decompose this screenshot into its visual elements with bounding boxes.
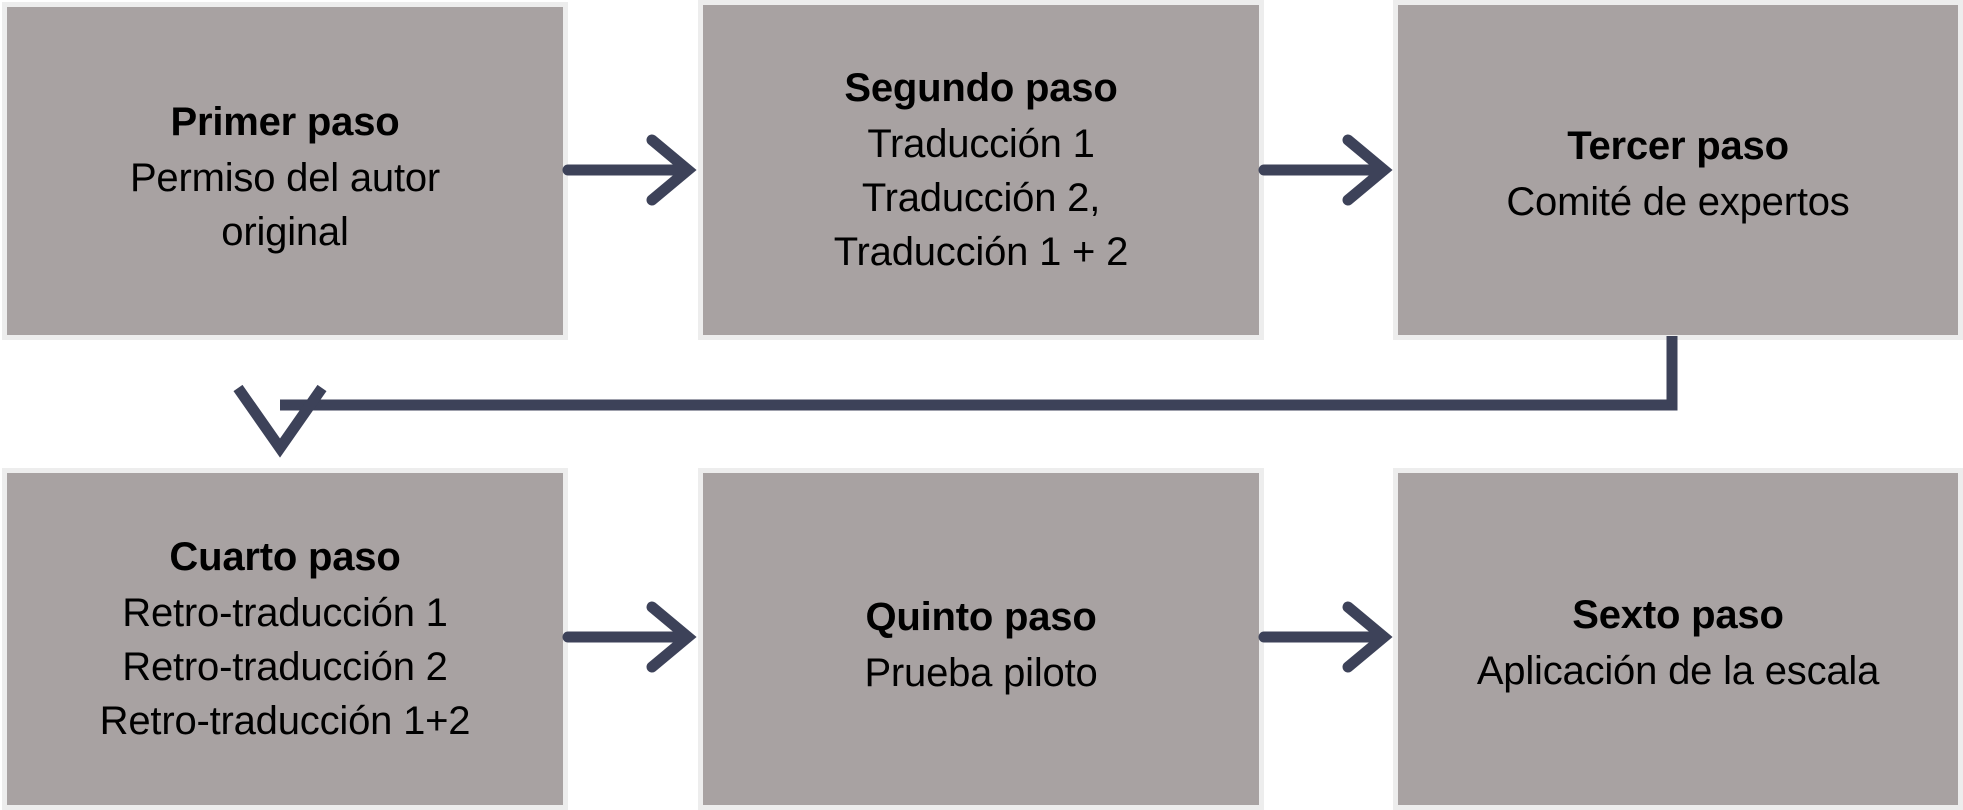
node-line: Aplicación de la escala <box>1476 649 1880 693</box>
connector-primer-to-segundo <box>562 134 697 206</box>
node-text-stack: Segundo paso Traducción 1 Traducción 2, … <box>830 68 1132 272</box>
node-line: Retro-traducción 1+2 <box>99 699 471 743</box>
process-node-cuarto-paso[interactable]: Cuarto paso Retro-traducción 1 Retro-tra… <box>2 468 568 810</box>
node-line: Retro-traducción 2 <box>122 645 448 689</box>
node-line: Traducción 1 <box>867 122 1095 166</box>
node-title: Segundo paso <box>844 66 1118 110</box>
node-text-stack: Sexto paso Aplicación de la escala <box>1473 595 1883 691</box>
connector-segundo-to-tercer <box>1258 134 1393 206</box>
node-line: Permiso del autor <box>129 156 441 200</box>
node-text-stack: Quinto paso Prueba piloto <box>859 597 1102 693</box>
process-node-segundo-paso[interactable]: Segundo paso Traducción 1 Traducción 2, … <box>698 0 1264 340</box>
arrow-right-icon <box>562 601 697 673</box>
arrow-right-icon <box>1258 134 1393 206</box>
connector-cuarto-to-quinto <box>562 601 697 673</box>
node-title: Tercer paso <box>1567 124 1789 168</box>
node-line: Traducción 1 + 2 <box>833 230 1129 274</box>
node-line: original <box>221 210 349 254</box>
connector-quinto-to-sexto <box>1258 601 1393 673</box>
node-title: Primer paso <box>170 100 400 144</box>
arrow-right-icon <box>562 134 697 206</box>
process-node-sexto-paso[interactable]: Sexto paso Aplicación de la escala <box>1393 468 1963 810</box>
process-node-primer-paso[interactable]: Primer paso Permiso del autor original <box>2 2 568 340</box>
node-text-stack: Primer paso Permiso del autor original <box>126 102 444 252</box>
node-line: Retro-traducción 1 <box>122 591 448 635</box>
arrow-down-icon <box>233 336 1678 458</box>
connector-tercer-to-cuarto <box>233 336 1678 458</box>
node-title: Sexto paso <box>1572 593 1784 637</box>
process-node-tercer-paso[interactable]: Tercer paso Comité de expertos <box>1393 0 1963 340</box>
arrow-right-icon <box>1258 601 1393 673</box>
node-text-stack: Cuarto paso Retro-traducción 1 Retro-tra… <box>96 537 475 741</box>
node-line: Prueba piloto <box>864 651 1098 695</box>
process-node-quinto-paso[interactable]: Quinto paso Prueba piloto <box>698 468 1264 810</box>
node-line: Comité de expertos <box>1506 180 1850 224</box>
node-title: Cuarto paso <box>169 535 401 579</box>
node-title: Quinto paso <box>865 595 1097 639</box>
node-line: Traducción 2, <box>861 176 1101 220</box>
node-text-stack: Tercer paso Comité de expertos <box>1502 126 1853 222</box>
